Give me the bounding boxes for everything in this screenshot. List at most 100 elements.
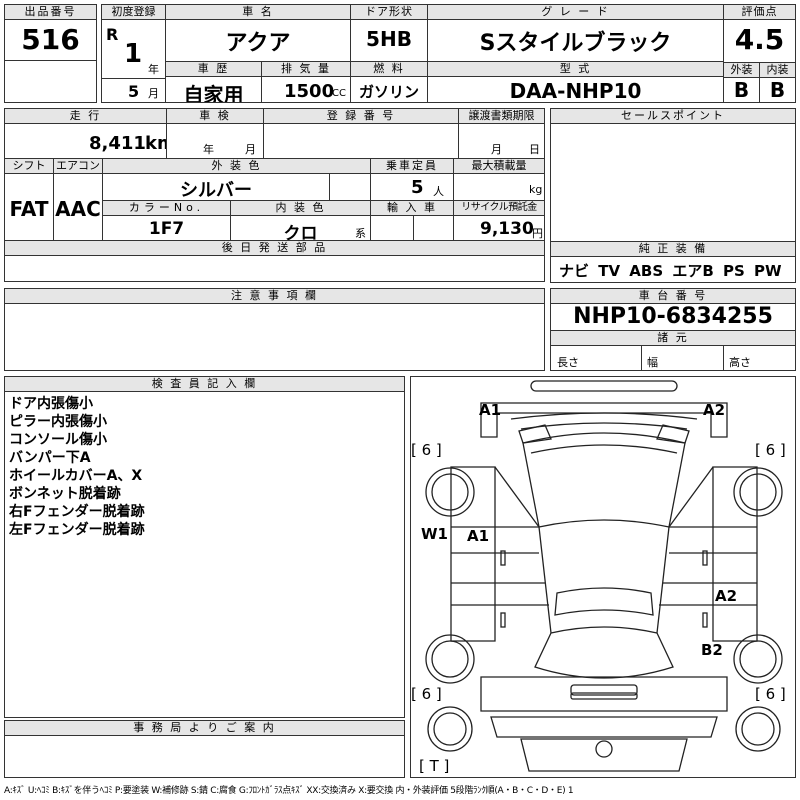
recycle-cell: リサイクル預託金 9,130 円 xyxy=(453,200,545,241)
lot-cell: 出品番号 516 xyxy=(4,4,97,61)
km-unit: km xyxy=(145,133,166,154)
displacement-cell: 排 気 量 1500 CC xyxy=(261,61,351,103)
first-reg-label: 初度登録 xyxy=(102,5,165,20)
inspector-label: 検 査 員 記 入 欄 xyxy=(5,377,404,392)
office-cell: 事 務 局 よ り ご 案 内 xyxy=(4,720,405,778)
int-color-unit: 系 xyxy=(355,227,366,240)
exterior-cell: 外装 B xyxy=(723,62,760,103)
specs-label: 諸 元 xyxy=(551,331,795,346)
sales-point-cell: セールスポイント xyxy=(550,108,796,242)
history-label: 車 歴 xyxy=(166,62,261,77)
history-cell: 車 歴 自家用 xyxy=(165,61,262,103)
remark-line: コンソール傷小 xyxy=(9,432,107,448)
score-cell: 評価点 4.5 xyxy=(723,4,796,63)
interior-grade: B xyxy=(769,78,786,102)
door-cell: ドア形状 5HB xyxy=(350,4,428,62)
recycle-unit: 円 xyxy=(532,227,543,240)
int-color-label: 内 装 色 xyxy=(231,201,370,216)
inspector-cell: 検 査 員 記 入 欄 ドア内張傷小 ピラー内張傷小 コンソール傷小 バンパー下… xyxy=(4,376,405,718)
shift-cell: シフト FAT xyxy=(4,158,54,241)
first-reg-cell: 初度登録 R 1 年 5 月 xyxy=(101,4,166,103)
inspection-label: 車 検 xyxy=(167,109,263,124)
chassis-number: NHP10-6834255 xyxy=(573,304,773,329)
grade-cell: グ レ ー ド Sスタイルブラック xyxy=(427,4,724,62)
ext-color-cell: 外 装 色 シルバー xyxy=(102,158,371,201)
cc-unit: CC xyxy=(332,88,346,99)
tire-label-tl: [ 6 ] xyxy=(411,441,442,459)
int-color-cell: 内 装 色 クロ 系 xyxy=(230,200,371,241)
transfer-month-unit: 月 xyxy=(491,143,502,156)
car-diagram: A1 A2 W1 A1 A2 B2 [ 6 ] [ 6 ] [ 6 ] [ 6 … xyxy=(410,376,796,778)
capacity-cell: 乗車定員 5 人 xyxy=(370,158,454,201)
transfer-day-unit: 日 xyxy=(529,143,540,156)
spec-width: 幅 xyxy=(647,356,658,369)
transfer-cell: 譲渡書類期限 月 日 xyxy=(458,108,545,159)
mileage-cell: 走 行 8,411 km xyxy=(4,108,167,159)
month-unit: 月 xyxy=(148,87,159,100)
divider xyxy=(101,78,166,79)
remark-line: ホイールカバーA、X xyxy=(9,468,143,484)
remark-line: ピラー内張傷小 xyxy=(9,414,107,430)
model-label: 型 式 xyxy=(428,62,723,77)
max-load-cell: 最大積載量 kg xyxy=(453,158,545,201)
remark-line: 右Fフェンダー脱着跡 xyxy=(9,504,145,520)
capacity-label: 乗車定員 xyxy=(371,159,453,174)
remark-line: バンパー下A xyxy=(9,450,91,466)
damage-mark: W1 xyxy=(421,525,448,543)
ac-cell: エアコン AAC xyxy=(53,158,103,241)
mileage-label: 走 行 xyxy=(5,109,166,124)
tire-label-bl: [ 6 ] xyxy=(411,685,442,703)
mileage: 8,411 xyxy=(89,133,146,154)
lot-blank xyxy=(4,60,97,103)
reg-no-label: 登 録 番 号 xyxy=(264,109,458,124)
ac-label: エアコン xyxy=(54,159,102,174)
lot-number: 516 xyxy=(21,23,80,56)
damage-legend: A:ｷｽﾞ U:ﾍｺﾐ B:ｷｽﾞを伴うﾍｺﾐ P:要塗装 W:補修跡 S:錆 … xyxy=(4,786,574,796)
capacity-unit: 人 xyxy=(433,185,444,198)
remark-line: ボンネット脱着跡 xyxy=(9,486,121,502)
score-label: 評価点 xyxy=(724,5,795,20)
import-label: 輸 入 車 xyxy=(371,201,453,216)
reg-year: 1 xyxy=(124,39,143,69)
tire-label-tr: [ 6 ] xyxy=(755,441,786,459)
divider xyxy=(723,345,724,370)
capacity: 5 xyxy=(411,177,424,198)
reg-month: 5 xyxy=(128,82,140,101)
transfer-label: 譲渡書類期限 xyxy=(459,109,544,124)
shift-label: シフト xyxy=(5,159,53,174)
ext-color: シルバー xyxy=(180,180,252,201)
int-color: クロ xyxy=(283,224,318,241)
model: DAA-NHP10 xyxy=(509,79,642,103)
chassis-cell: 車 台 番 号 NHP10-6834255 xyxy=(550,288,796,331)
damage-mark: A2 xyxy=(703,401,726,419)
fuel-cell: 燃 料 ガソリン xyxy=(350,61,428,103)
notes-cell: 注 意 事 項 欄 xyxy=(4,288,545,371)
reg-no-cell: 登 録 番 号 xyxy=(263,108,459,159)
interior-cell: 内装 B xyxy=(759,62,796,103)
score: 4.5 xyxy=(734,23,785,56)
model-cell: 型 式 DAA-NHP10 xyxy=(427,61,724,103)
divider xyxy=(413,215,414,240)
ext-color-label: 外 装 色 xyxy=(103,159,370,174)
equipment-items: ナビ TV ABS エアB PS PW xyxy=(559,262,782,280)
divider xyxy=(329,173,330,200)
spec-height: 高さ xyxy=(729,356,751,369)
damage-mark: A2 xyxy=(715,587,738,605)
shift: FAT xyxy=(9,197,49,221)
damage-mark: B2 xyxy=(701,641,723,659)
car-name: アクア xyxy=(225,31,291,56)
exterior-label: 外装 xyxy=(724,63,759,78)
car-name-label: 車 名 xyxy=(166,5,350,20)
grade: Sスタイルブラック xyxy=(479,31,672,56)
import-cell: 輸 入 車 xyxy=(370,200,454,241)
history: 自家用 xyxy=(183,83,244,103)
equipment-label: 純 正 装 備 xyxy=(551,242,795,257)
trunk-label: [ T ] xyxy=(419,757,450,775)
car-name-cell: 車 名 アクア xyxy=(165,4,351,62)
damage-mark: A1 xyxy=(479,401,502,419)
color-no: 1F7 xyxy=(148,219,185,239)
color-no-label: カラーNo. xyxy=(103,201,230,216)
recycle-amount: 9,130 xyxy=(480,219,534,239)
ac: AAC xyxy=(55,197,101,221)
chassis-label: 車 台 番 号 xyxy=(551,289,795,304)
